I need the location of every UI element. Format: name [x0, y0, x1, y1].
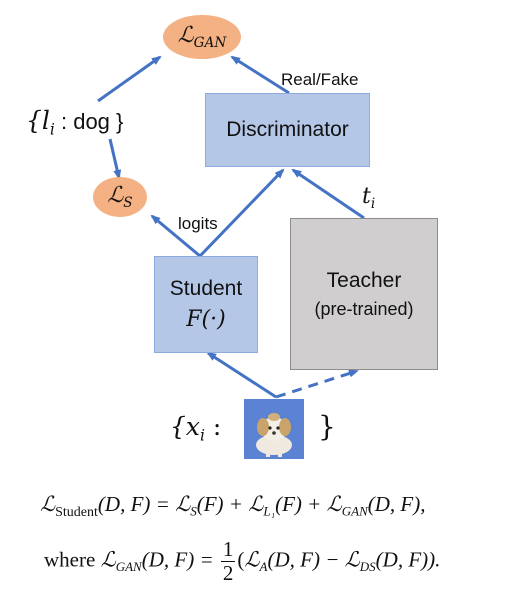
arrow-labels-to-ls — [108, 138, 122, 180]
arrow-labels-to-gan — [97, 55, 162, 103]
student-loss-formula: ℒStudent(D, F) = ℒS(F) + ℒL₁(F) + ℒGAN(D… — [40, 492, 426, 521]
student-box: Student F(·) — [154, 256, 258, 353]
student-loss-label: ℒS — [107, 183, 133, 211]
teacher-label: Teacher — [326, 268, 402, 292]
dog-illustration — [244, 399, 304, 459]
arrow-student-to-ls — [150, 214, 201, 258]
gan-loss-label: ℒGAN — [177, 23, 227, 51]
real-fake-label: Real/Fake — [281, 70, 359, 89]
arrow-disc-to-gan — [230, 55, 290, 95]
student-label: Student — [169, 277, 243, 300]
arrow-student-to-disc — [198, 168, 285, 258]
discriminator-label: Discriminator — [226, 118, 349, 141]
student-loss-node: ℒS — [93, 177, 147, 217]
discriminator-box: Discriminator — [205, 93, 370, 167]
teacher-box: Teacher (pre-trained) — [290, 218, 438, 370]
student-function: F(·) — [186, 307, 226, 332]
arrow-input-to-teacher — [275, 369, 359, 399]
label-set: {li : dog } — [26, 106, 124, 139]
input-set-open: {xi : — [170, 412, 222, 445]
teacher-sublabel: (pre-trained) — [314, 298, 414, 319]
input-set-close: } — [318, 410, 336, 443]
gan-loss-node: ℒGAN — [163, 15, 241, 59]
dog-photo-icon — [244, 399, 304, 459]
teacher-output-label: ti — [362, 184, 376, 212]
logits-label: logits — [178, 214, 218, 233]
arrow-input-to-student — [206, 351, 277, 399]
arrow-teacher-to-disc — [291, 168, 365, 220]
